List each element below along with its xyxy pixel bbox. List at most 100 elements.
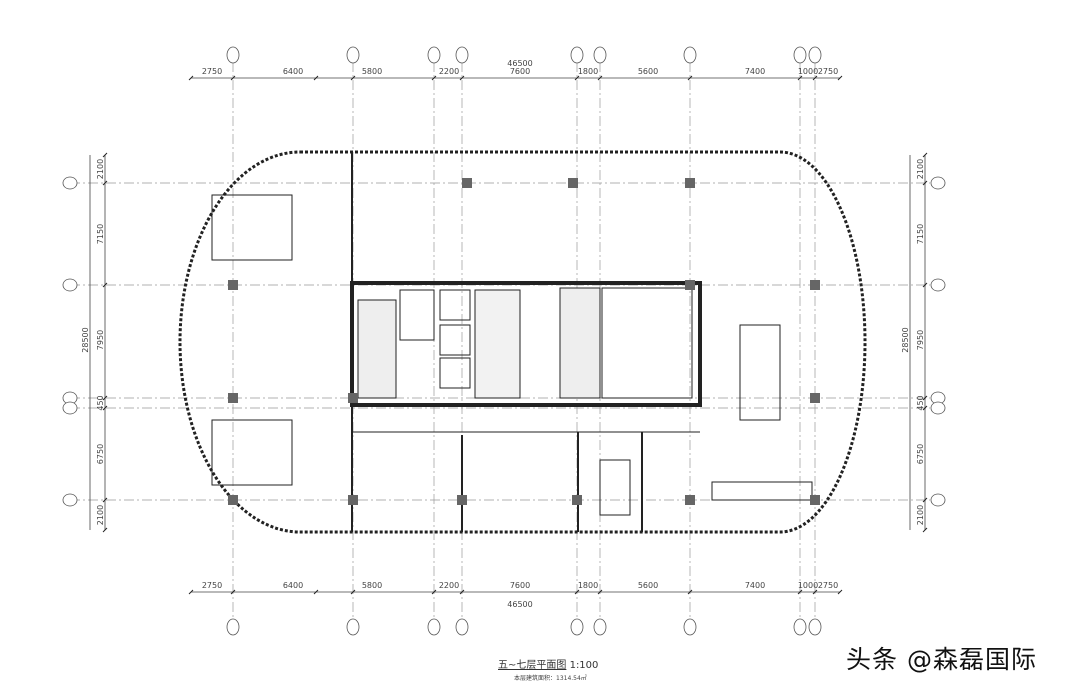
dimension-tick [350,75,356,81]
dimension-label: 6400 [283,581,303,590]
grid-bubble [570,46,584,64]
dimension-tick [812,589,818,595]
dimension-label: 1800 [578,67,598,76]
column [685,178,695,188]
total-width-dimension: 46500 [507,600,532,609]
grid-bubble [346,46,360,64]
dimension-label: 6750 [916,444,925,464]
grid-bubble [930,278,946,292]
dimension-tick [102,152,108,158]
dimension-label: 450 [96,395,105,410]
dimension-tick [797,589,803,595]
dimension-tick [837,75,843,81]
grid-bubble [930,493,946,507]
meeting-table-long [711,481,813,501]
grid-bubble [593,46,607,64]
dimension-tick [687,75,693,81]
column [228,495,238,505]
dimension-tick [922,282,928,288]
total-width-dimension: 46500 [507,59,532,68]
elevator-4 [439,357,471,389]
dimension-tick [188,75,194,81]
shaft [474,289,521,399]
grid-bubble [808,618,822,636]
dimension-tick [459,75,465,81]
column [457,495,467,505]
grid-bubble [593,618,607,636]
dimension-tick [431,75,437,81]
column [810,495,820,505]
grid-bubble [62,278,78,292]
dimension-tick [922,405,928,411]
dimension-label: 7950 [96,330,105,350]
column [568,178,578,188]
core-walls [350,281,702,407]
grid-bubble [455,618,469,636]
structural-columns [228,178,820,505]
dimension-tick [574,75,580,81]
dimension-tick [188,589,194,595]
grid-bubble [683,46,697,64]
dimension-label: 2100 [96,159,105,179]
column [572,495,582,505]
building-outline [178,150,867,534]
dimension-label: 450 [916,395,925,410]
elevator-1 [399,289,435,341]
dimension-label: 1000 [798,67,818,76]
dimension-tick [797,75,803,81]
dimension-tick [837,589,843,595]
dimension-tick [313,75,319,81]
grid-bubble [930,401,946,415]
dimension-label: 7950 [916,330,925,350]
column [462,178,472,188]
dimension-label: 2100 [916,505,925,525]
dimension-label: 7600 [510,581,530,590]
grid-bubble [226,618,240,636]
office-left-top [211,194,293,261]
drawing-title-name: 五~七层平面图 [498,660,567,671]
dimension-tick [230,589,236,595]
dimension-label: 2750 [202,67,222,76]
stair-2 [559,287,601,399]
dimension-label: 2100 [916,159,925,179]
toilets [601,287,693,399]
dimension-label: 7400 [745,581,765,590]
dimension-tick [102,497,108,503]
grid-bubble [62,493,78,507]
grid-bubble [62,401,78,415]
dimension-label: 5800 [362,67,382,76]
grid-bubble [793,618,807,636]
dimension-tick [102,405,108,411]
dimension-tick [812,75,818,81]
elevator-3 [439,324,471,356]
grid-bubble [683,618,697,636]
dimension-label: 5600 [638,67,658,76]
dimension-label: 6400 [283,67,303,76]
dimension-label: 7150 [96,224,105,244]
dimension-tick [102,282,108,288]
dimension-label: 2200 [439,67,459,76]
drawing-subtitle: 本层建筑面积：1314.54㎡ [514,675,587,682]
dimension-label: 1800 [578,581,598,590]
meeting-table-small [599,459,631,516]
office-left-bottom [211,419,293,486]
dimension-label: 2750 [202,581,222,590]
dimension-label: 6750 [96,444,105,464]
drawing-scale: 1:100 [569,660,599,671]
grid-bubble [427,618,441,636]
dimension-tick [687,589,693,595]
dimension-label: 2750 [818,67,838,76]
column [685,280,695,290]
exterior-curtain-wall [178,150,867,534]
stair-1 [357,299,397,399]
grid-bubble [427,46,441,64]
column [810,280,820,290]
dimension-tick [459,589,465,595]
column [228,393,238,403]
dimension-label: 7400 [745,67,765,76]
column [348,393,358,403]
dimension-label: 2200 [439,581,459,590]
